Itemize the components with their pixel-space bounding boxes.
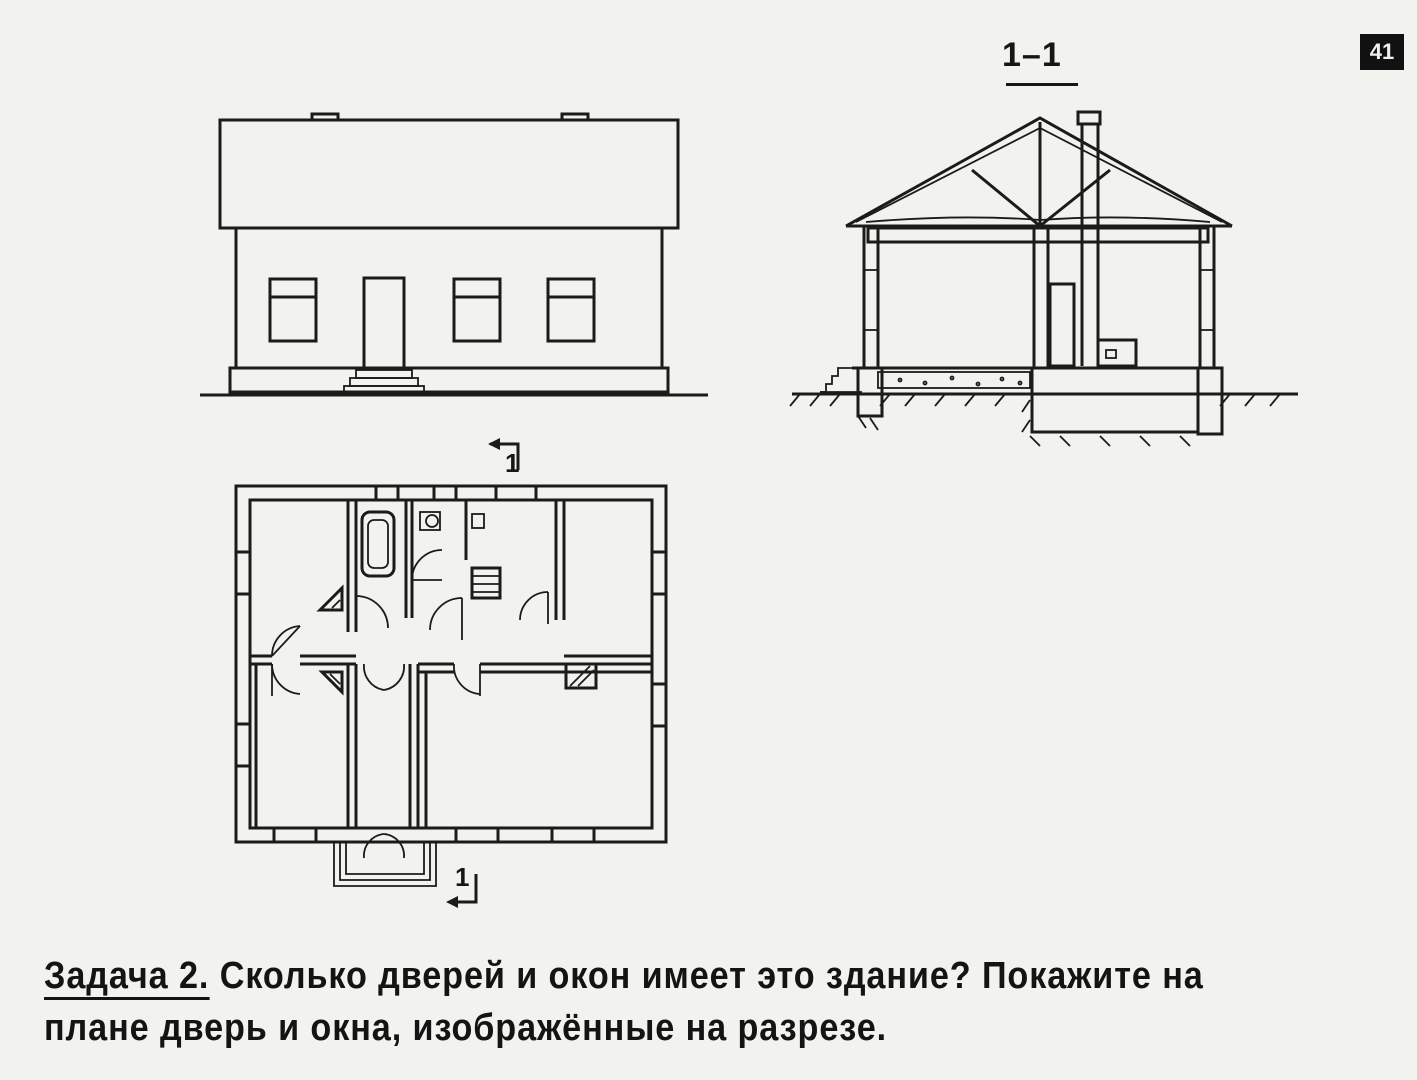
plan-windows	[234, 484, 668, 844]
right-wall	[1198, 224, 1216, 370]
task-question: Сколько дверей и окон имеет это здание? …	[219, 955, 1204, 997]
section-steps	[820, 367, 862, 393]
task-line-1: Задача 2. Сколько дверей и окон имеет эт…	[44, 950, 1259, 1002]
roof	[218, 118, 680, 230]
cut-label-bottom: 1	[455, 862, 470, 892]
heating-stove	[318, 670, 344, 696]
foundation-left	[856, 366, 884, 418]
entrance-porch	[333, 842, 437, 887]
window	[452, 277, 502, 343]
kitchen-stove	[470, 566, 502, 600]
chimney-stack	[1076, 110, 1102, 366]
door-swings	[271, 549, 549, 859]
ground-hatching	[789, 393, 1281, 447]
interior-walls	[250, 500, 652, 828]
section-door	[1048, 282, 1076, 368]
foundation-right	[1196, 366, 1224, 436]
heating-stove	[564, 662, 598, 690]
cut-label-top: 1	[505, 448, 520, 478]
window	[268, 277, 318, 343]
toilet	[419, 511, 441, 531]
interior-wall	[1032, 224, 1050, 370]
task-line-2: плане дверь и окна, изображённые на разр…	[44, 1007, 888, 1049]
section-title-underline	[1006, 83, 1078, 86]
section-1-1-drawing	[789, 110, 1298, 447]
front-elevation	[200, 112, 708, 397]
sink	[471, 513, 485, 529]
stove	[1096, 338, 1138, 368]
entrance-steps	[343, 369, 425, 395]
front-door	[362, 276, 406, 370]
bathtub	[360, 510, 396, 578]
section-title: 1–1	[1002, 36, 1062, 74]
floor-plan	[234, 438, 668, 908]
heating-stove	[316, 584, 344, 612]
section-cut-marker-bottom	[446, 874, 478, 908]
page-number: 41	[1360, 34, 1404, 70]
basement	[1030, 366, 1200, 434]
task-label: Задача 2.	[44, 955, 210, 1000]
task-text: Задача 2. Сколько дверей и окон имеет эт…	[44, 950, 1259, 1054]
left-wall	[862, 224, 880, 370]
window	[546, 277, 596, 343]
roof-outline	[845, 116, 1233, 228]
floor-slab	[877, 371, 1031, 389]
section-cut-marker-top	[488, 438, 520, 470]
plinth	[228, 366, 670, 394]
